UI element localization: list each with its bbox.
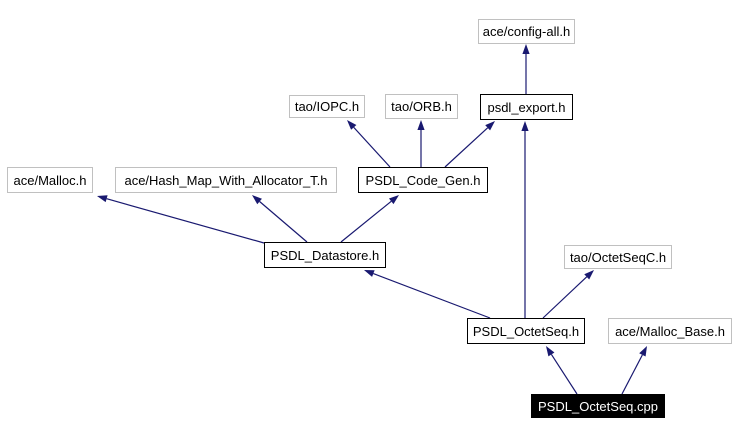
edge-datastore-to-hashmap <box>252 195 308 243</box>
graph-node-label: tao/ORB.h <box>391 99 452 114</box>
graph-node-label: ace/Malloc.h <box>13 172 87 188</box>
arrowhead-icon <box>364 270 375 277</box>
graph-node-label: PSDL_Datastore.h <box>270 247 380 263</box>
graph-node-label: tao/OctetSeqC.h <box>569 249 667 265</box>
graph-node-orb: tao/ORB.h <box>385 94 458 119</box>
arrowhead-icon <box>521 121 529 131</box>
graph-node-psdl_export[interactable]: psdl_export.h <box>480 94 573 120</box>
edge-codegen-to-psdl_export <box>444 121 495 168</box>
graph-node-codegen[interactable]: PSDL_Code_Gen.h <box>358 167 488 193</box>
graph-node-octetseq_cpp: PSDL_OctetSeq.cpp <box>531 394 665 418</box>
graph-node-iopc: tao/IOPC.h <box>289 95 365 118</box>
edge-octetseq_cpp-to-malloc_base <box>621 346 647 395</box>
edge-datastore-to-codegen <box>340 195 399 243</box>
graph-node-label: ace/Malloc_Base.h <box>615 323 725 339</box>
arrowhead-icon <box>417 120 425 130</box>
graph-node-datastore[interactable]: PSDL_Datastore.h <box>264 242 386 268</box>
graph-node-label: ace/config-all.h <box>482 24 571 39</box>
graph-node-malloc_base: ace/Malloc_Base.h <box>608 318 732 344</box>
graph-node-octetseq_h[interactable]: PSDL_OctetSeq.h <box>467 318 585 344</box>
edge-psdl_export-to-config_all <box>522 44 530 94</box>
edge-codegen-to-iopc <box>347 120 391 168</box>
arrowhead-icon <box>639 346 647 357</box>
graph-node-label: tao/IOPC.h <box>294 99 360 114</box>
graph-node-malloc: ace/Malloc.h <box>7 167 93 193</box>
graph-node-config_all: ace/config-all.h <box>478 19 575 44</box>
graph-node-label: ace/Hash_Map_With_Allocator_T.h <box>124 172 328 188</box>
edge-octetseq_cpp-to-octetseq_h <box>546 346 578 395</box>
edge-octetseq_h-to-datastore <box>364 270 491 319</box>
edge-codegen-to-orb <box>417 120 425 167</box>
arrowhead-icon <box>252 195 262 205</box>
edge-datastore-to-malloc <box>97 195 265 244</box>
arrowhead-icon <box>522 44 530 54</box>
graph-node-hashmap: ace/Hash_Map_With_Allocator_T.h <box>115 167 337 193</box>
arrowhead-icon <box>584 270 594 280</box>
arrowhead-icon <box>347 120 357 130</box>
graph-node-label: psdl_export.h <box>487 99 566 115</box>
edge-octetseq_h-to-octetseqc <box>542 270 594 319</box>
arrowhead-icon <box>546 346 555 357</box>
edge-octetseq_h-to-psdl_export <box>521 121 529 318</box>
graph-node-octetseqc: tao/OctetSeqC.h <box>564 245 672 269</box>
arrowhead-icon <box>485 121 495 131</box>
graph-node-label: PSDL_OctetSeq.h <box>472 323 580 339</box>
graph-node-label: PSDL_Code_Gen.h <box>365 172 481 188</box>
graph-node-label: PSDL_OctetSeq.cpp <box>538 398 658 414</box>
arrowhead-icon <box>388 195 399 205</box>
arrowhead-icon <box>97 195 108 203</box>
